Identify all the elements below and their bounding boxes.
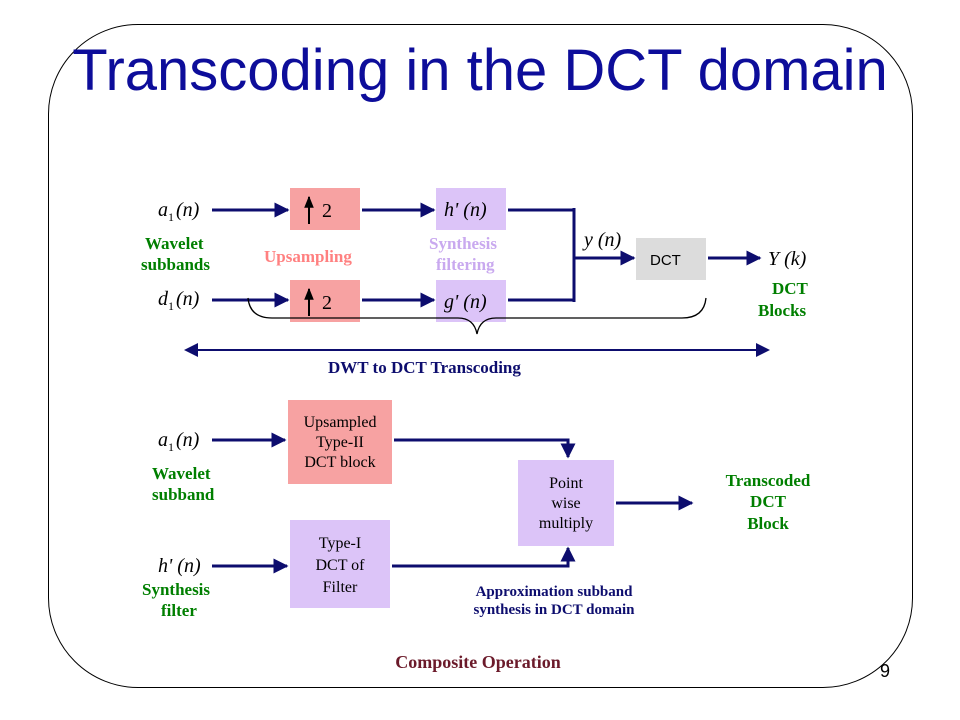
- label-upsampling: Upsampling: [264, 247, 352, 266]
- label-synth-filter-line2: filter: [161, 601, 197, 620]
- upsample-box-bottom: [290, 280, 360, 322]
- label-synthesis-line2: filtering: [436, 255, 495, 274]
- label-dct-blocks-line1: DCT: [772, 279, 809, 298]
- output-label: Y (k): [768, 248, 807, 270]
- bottom-input-h: h' (n): [158, 555, 201, 577]
- page-number: 9: [880, 661, 891, 681]
- point-line1: Point: [549, 475, 583, 492]
- label-synthesis-line1: Synthesis: [429, 234, 497, 253]
- label-bottom-wavelet-line1: Wavelet: [152, 464, 211, 483]
- up-factor-top: 2: [322, 200, 332, 222]
- wire-upbox-to-point: [394, 438, 576, 459]
- caption-composite-operation: Composite Operation: [395, 652, 561, 672]
- span-arrow-left-icon: [184, 343, 198, 357]
- top-input-a: a1(n): [158, 199, 200, 224]
- label-approx-line1: Approximation subband: [476, 584, 634, 600]
- label-bottom-wavelet-line2: subband: [152, 485, 215, 504]
- slide-title: Transcoding in the DCT domain: [72, 38, 888, 103]
- label-approx-line2: synthesis in DCT domain: [473, 602, 635, 618]
- point-line3: multiply: [539, 515, 593, 532]
- pointwise-box: [518, 460, 614, 546]
- type1-line1: Type-I: [319, 535, 361, 552]
- brace: [247, 297, 707, 335]
- type1-line2: DCT of: [315, 557, 365, 574]
- upbox-line3: DCT block: [304, 454, 375, 471]
- dct-box-label: DCT: [650, 252, 681, 269]
- label-transcoded-line2: DCT: [750, 492, 787, 511]
- top-input-d: d1(n): [158, 288, 200, 313]
- bottom-input-a: a1(n): [158, 429, 200, 454]
- point-line2: wise: [551, 495, 580, 512]
- g-filter-box: [436, 280, 506, 322]
- upsample-box-top: [290, 188, 360, 230]
- span-arrow-right-icon: [756, 343, 770, 357]
- upsampled-dct-box: [288, 400, 392, 484]
- label-dct-blocks-line2: Blocks: [758, 301, 807, 320]
- up-factor-bottom: 2: [322, 292, 332, 314]
- label-wavelet-line1: Wavelet: [145, 234, 204, 253]
- g-filter-label: g' (n): [444, 291, 487, 313]
- dct-box: [636, 238, 706, 280]
- label-transcoded-line3: Block: [747, 514, 789, 533]
- slide-frame: [48, 24, 913, 688]
- span-label: DWT to DCT Transcoding: [328, 358, 521, 377]
- label-wavelet-line2: subbands: [141, 255, 210, 274]
- upbox-line2: Type-II: [316, 434, 364, 451]
- label-synth-filter-line1: Synthesis: [142, 580, 210, 599]
- upbox-line1: Upsampled: [304, 414, 377, 431]
- type1-dct-box: [290, 520, 390, 608]
- h-filter-box: [436, 188, 506, 230]
- type1-line3: Filter: [323, 579, 358, 596]
- h-filter-label: h' (n): [444, 199, 487, 221]
- wire-type1-to-point: [392, 546, 576, 568]
- y-signal-label: y (n): [582, 229, 622, 251]
- label-transcoded-line1: Transcoded: [726, 471, 811, 490]
